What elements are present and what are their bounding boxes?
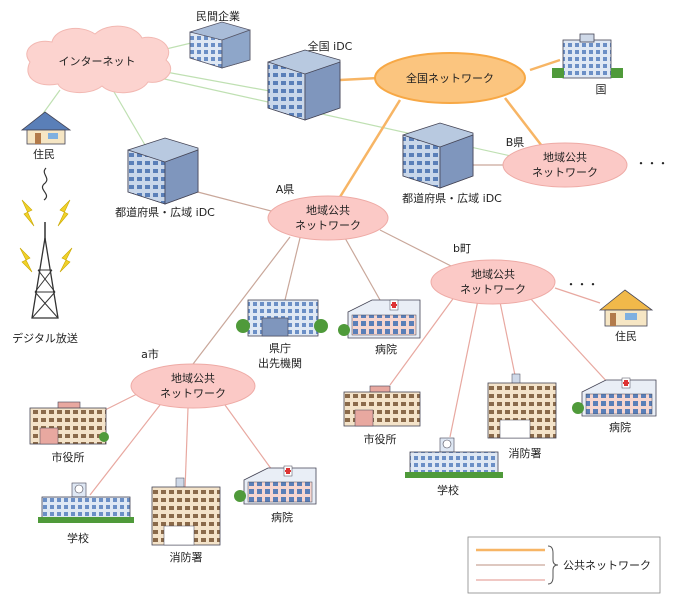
local-link: [389, 295, 456, 386]
backbone-link: [339, 76, 379, 82]
town-b-network-line2: ネットワーク: [460, 283, 526, 296]
prefectural-office-building: 県庁 出先機関: [236, 299, 328, 370]
prefecture-a-network: A県 地域公共 ネットワーク: [267, 183, 389, 241]
prefecture-a-idc-building: 都道府県・広域 iDC: [115, 137, 215, 219]
prefecture-b-network-line1: 地域公共: [543, 151, 587, 164]
local-link: [89, 404, 161, 496]
prefecture-b-idc-building: 都道府県・広域 iDC: [402, 122, 502, 205]
city-a-network: a市 地域公共 ネットワーク: [130, 347, 256, 409]
prefecture-b-network-line2: ネットワーク: [532, 166, 598, 179]
prefecture-b-name: B県: [506, 136, 525, 149]
town-hospital-building: 病院: [572, 377, 657, 434]
city-a-network-line2: ネットワーク: [160, 387, 226, 400]
town-b-ellipsis: ・・・: [566, 278, 599, 291]
enterprise-label: 民間企業: [196, 9, 240, 23]
enterprise-building: 民間企業: [189, 9, 251, 69]
backbone-link: [504, 97, 546, 151]
city-hall-label: 市役所: [52, 450, 85, 464]
city-school-building: 学校: [38, 482, 134, 545]
town-resident-label: 住民: [615, 329, 637, 343]
town-resident-house: 住民: [598, 289, 654, 343]
town-b-name: b町: [453, 242, 471, 255]
prefecture-hospital-building: 病院: [338, 299, 421, 356]
internet-link: [109, 84, 146, 146]
local-link: [499, 301, 518, 386]
prefecture-a-network-line1: 地域公共: [306, 204, 350, 217]
town-fire-station-label: 消防署: [509, 446, 542, 460]
prefectural-office-label-1: 県庁: [269, 341, 291, 355]
prefecture-b-idc-label: 都道府県・広域 iDC: [402, 191, 502, 205]
broadcast-label: デジタル放送: [12, 331, 78, 345]
regional-link: [189, 236, 291, 369]
local-link: [184, 407, 189, 491]
connections: [41, 37, 611, 496]
internet-cloud: インターネット: [26, 25, 172, 94]
city-school-label: 学校: [67, 531, 89, 545]
city-fire-station-building: 消防署: [151, 477, 221, 564]
city-hospital-building: 病院: [234, 465, 317, 524]
left-resident-house: 住民: [20, 111, 72, 161]
city-fire-station-label: 消防署: [170, 550, 203, 564]
legend-label: 公共ネットワーク: [563, 559, 651, 572]
prefecture-a-name: A県: [276, 183, 295, 196]
town-school-building: 学校: [405, 437, 503, 497]
backbone-link: [333, 99, 402, 206]
local-link: [224, 404, 273, 471]
regional-link: [284, 237, 301, 301]
local-link: [449, 299, 479, 438]
prefecture-a-idc-label: 都道府県・広域 iDC: [115, 205, 215, 219]
regional-link: [344, 237, 381, 301]
idc-link: [189, 189, 276, 213]
town-hospital-label: 病院: [609, 420, 631, 434]
local-link: [554, 287, 601, 304]
national-idc-label: 全国 iDC: [308, 39, 353, 53]
national-idc-building: 全国 iDC: [267, 39, 353, 121]
prefecture-hospital-label: 病院: [375, 342, 397, 356]
town-b-network-line1: 地域公共: [471, 268, 515, 281]
city-a-network-line1: 地域公共: [171, 372, 215, 385]
internet-label: インターネット: [59, 55, 136, 68]
prefecture-b-ellipsis: ・・・: [636, 157, 669, 170]
town-school-label: 学校: [437, 483, 459, 497]
internet-link: [41, 89, 61, 116]
town-fire-station-building: 消防署: [487, 373, 557, 460]
broadcast-tower: デジタル放送: [12, 167, 78, 345]
government-label: 国: [596, 83, 607, 96]
town-city-hall-building: 市役所: [343, 385, 421, 446]
city-a-name: a市: [141, 347, 159, 361]
town-b-network: b町 地域公共 ネットワーク ・・・: [430, 242, 599, 305]
city-hall-building: 市役所: [29, 401, 109, 464]
city-hospital-label: 病院: [271, 510, 293, 524]
backbone-link: [529, 58, 561, 72]
prefecture-a-network-line2: ネットワーク: [295, 219, 361, 232]
national-network-label: 全国ネットワーク: [406, 71, 494, 85]
local-link: [529, 297, 611, 386]
internet-link: [154, 69, 276, 93]
left-resident-label: 住民: [33, 147, 55, 161]
national-network: 全国ネットワーク: [374, 52, 526, 104]
legend: 公共ネットワーク: [467, 536, 661, 594]
regional-link: [379, 229, 456, 269]
prefecture-b-network: B県 地域公共 ネットワーク ・・・: [502, 136, 669, 188]
prefectural-office-label-2: 出先機関: [258, 356, 302, 370]
government-building: 国: [552, 33, 623, 96]
town-city-hall-label: 市役所: [364, 432, 397, 446]
